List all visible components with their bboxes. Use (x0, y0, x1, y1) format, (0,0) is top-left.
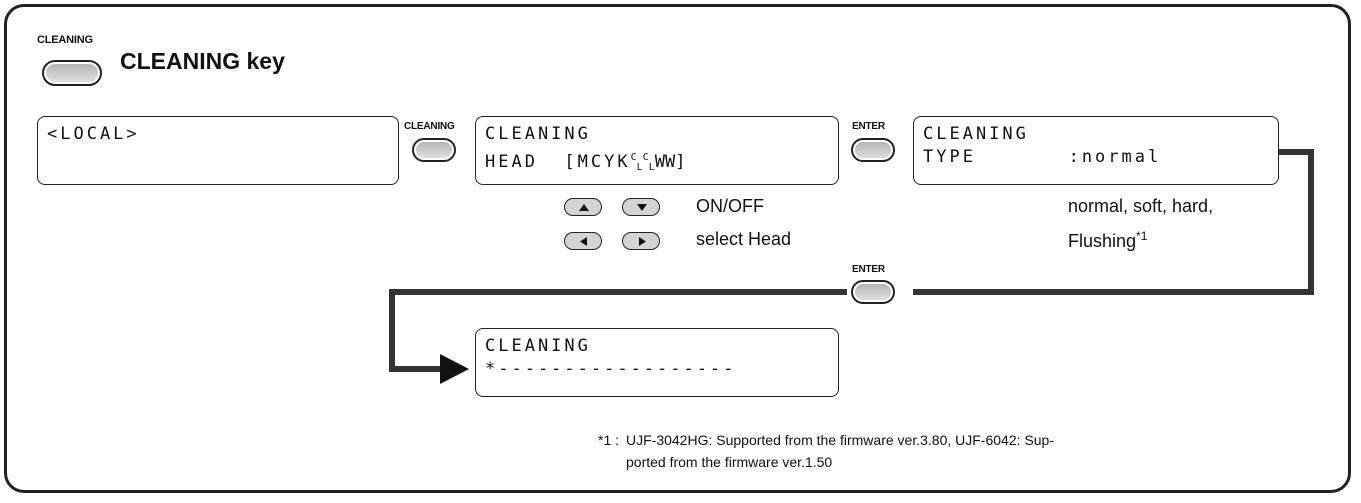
down-key[interactable] (622, 198, 660, 216)
lcd-local-line1: <LOCAL> (47, 124, 140, 144)
cleaning-key[interactable] (412, 138, 456, 162)
lcd-progress: CLEANING *------------------ (475, 328, 839, 397)
header-cleaning-key-icon (42, 60, 102, 86)
lcd-type-line1: CLEANING (923, 124, 1029, 144)
lcd-type-line2: TYPE :normal (923, 147, 1162, 167)
down-arrow-icon (637, 204, 647, 211)
lcd-head-line1: CLEANING (485, 124, 591, 144)
footnote-marker: *1 : (598, 432, 620, 448)
right-key[interactable] (622, 232, 660, 250)
footnote-line2: ported from the firmware ver.1.50 (626, 454, 833, 470)
onoff-label: ON/OFF (696, 196, 764, 216)
lcd-type-select: CLEANING TYPE :normal (913, 116, 1279, 185)
header-key-label: CLEANING (37, 34, 93, 46)
up-key[interactable] (564, 198, 602, 216)
left-arrow-icon (580, 237, 587, 246)
lcd-head-select: CLEANING HEAD [MCYKCLCLWW] (475, 116, 839, 185)
right-arrow-icon (639, 237, 646, 246)
lcd-head-c2: C (642, 152, 649, 163)
lcd-progress-line1: CLEANING (485, 336, 591, 356)
connector-left-path (389, 289, 847, 372)
type-options-flushing: Flushing (1068, 231, 1137, 251)
diagram-frame (4, 4, 1351, 493)
lcd-head-line2-suffix: WW] (654, 152, 686, 172)
page-title: CLEANING key (120, 48, 285, 74)
lcd-head-l1: L (636, 162, 643, 173)
enter-key2-label: ENTER (852, 264, 885, 275)
left-key[interactable] (564, 232, 602, 250)
lcd-head-c1: C (630, 152, 637, 163)
enter-key-2[interactable] (851, 280, 895, 304)
enter-key-label: ENTER (852, 121, 885, 132)
cleaning-key-label: CLEANING (404, 121, 455, 132)
arrowhead-icon (440, 354, 469, 384)
lcd-head-line2-prefix: HEAD [MCYK (485, 152, 631, 172)
lcd-head-l2: L (648, 162, 655, 173)
select-head-label: select Head (696, 229, 792, 249)
lcd-progress-line2: *------------------ (485, 359, 737, 379)
enter-key[interactable] (851, 138, 895, 162)
lcd-local: <LOCAL> (37, 116, 399, 185)
up-arrow-icon (579, 204, 589, 211)
connector-right-path (913, 149, 1314, 295)
type-options-line1: normal, soft, hard, (1068, 196, 1214, 216)
footnote-ref: *1 (1136, 229, 1148, 243)
footnote-line1: UJF-3042HG: Supported from the firmware … (626, 432, 1054, 448)
type-options-line2: Flushing*1 (1068, 229, 1147, 252)
